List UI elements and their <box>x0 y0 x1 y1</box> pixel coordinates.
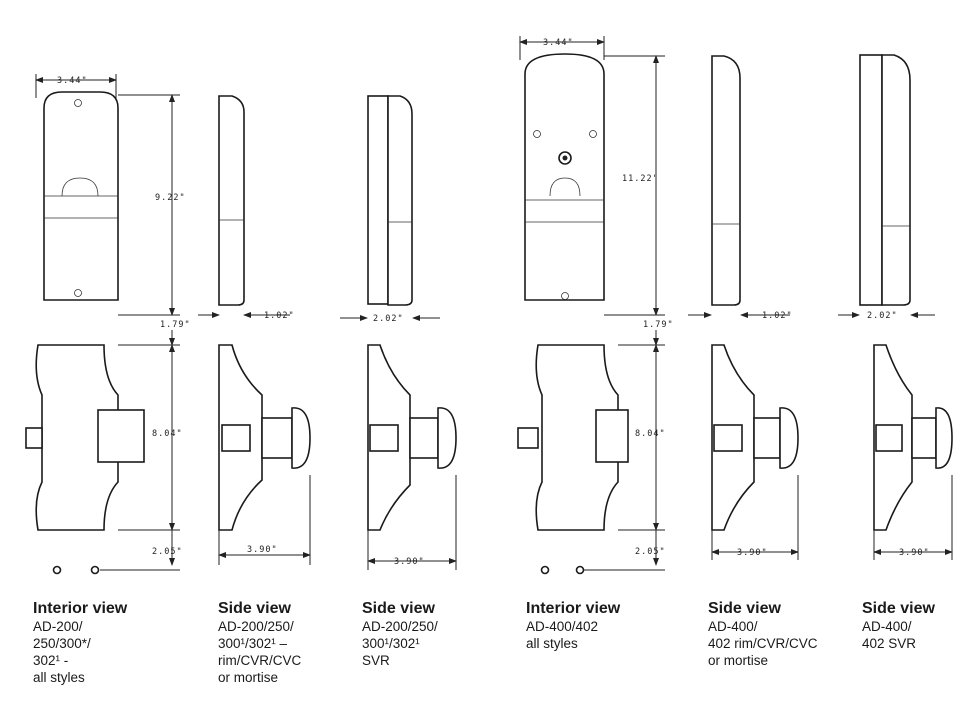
caption-title: Side view <box>362 600 435 617</box>
side-housing-200-svr <box>367 95 413 306</box>
caption-title: Side view <box>862 600 935 617</box>
dim-gap-200: 1.79" <box>160 320 191 330</box>
dim-proj-200-rim: 3.90" <box>247 545 278 555</box>
dim-width-200: 3.44" <box>57 76 88 86</box>
caption-desc: AD-400/402 all styles <box>526 619 599 651</box>
caption-side-400-svr: Side view AD-400/ 402 SVR <box>862 599 935 652</box>
technical-drawing: 3.44" 9.22" 1.79" 1.02" 2.02" 8.04" 2.05… <box>25 36 953 575</box>
dim-bar-400: 8.04" <box>635 429 666 439</box>
dim-gap-400: 1.79" <box>643 320 674 330</box>
side-bar-200-svr <box>367 344 457 531</box>
interior-housing-400 <box>524 53 605 301</box>
interior-bar-200 <box>25 344 145 531</box>
caption-desc: AD-400/ 402 rim/CVR/CVC or mortise <box>708 619 818 668</box>
caption-side-200-svr: Side view AD-200/250/ 300¹/302¹ SVR <box>362 599 438 669</box>
side-bar-200-rim <box>218 344 311 531</box>
caption-side-400-rim: Side view AD-400/ 402 rim/CVR/CVC or mor… <box>708 599 818 669</box>
caption-title: Interior view <box>526 600 621 617</box>
side-housing-400-rim <box>711 55 741 306</box>
dim-depth-400-rim: 1.02" <box>762 311 793 321</box>
side-bar-400-rim <box>711 344 799 531</box>
caption-interior-400: Interior view AD-400/402 all styles <box>526 599 620 652</box>
dim-depth-200-svr: 2.02" <box>373 314 404 324</box>
dim-width-400: 3.44" <box>543 38 574 48</box>
dim-depth-400-svr: 2.02" <box>867 311 898 321</box>
interior-bar-400 <box>517 344 629 531</box>
caption-title: Interior view <box>33 600 128 617</box>
dim-proj-200-svr: 3.90" <box>394 557 425 567</box>
interior-housing-200 <box>43 91 119 301</box>
dim-height-400: 11.22" <box>622 174 659 184</box>
caption-desc: AD-400/ 402 SVR <box>862 619 917 651</box>
dim-proj-400-svr: 3.90" <box>899 548 930 558</box>
caption-desc: AD-200/ 250/300*/ 302¹ - all styles <box>33 619 91 685</box>
caption-title: Side view <box>708 600 781 617</box>
dim-bar-200: 8.04" <box>152 429 183 439</box>
side-bar-400-svr <box>873 344 953 531</box>
caption-side-200-rim: Side view AD-200/250/ 300¹/302¹ – rim/CV… <box>218 599 301 686</box>
caption-desc: AD-200/250/ 300¹/302¹ – rim/CVR/CVC or m… <box>218 619 302 685</box>
dim-proj-400-rim: 3.90" <box>737 548 768 558</box>
dim-height-200: 9.22" <box>155 193 186 203</box>
dim-bottom-200: 2.05" <box>152 547 183 557</box>
side-housing-400-svr <box>859 54 911 306</box>
dim-bottom-400: 2.05" <box>635 547 666 557</box>
dim-depth-200-rim: 1.02" <box>264 311 295 321</box>
caption-interior-200: Interior view AD-200/ 250/300*/ 302¹ - a… <box>33 599 127 686</box>
side-housing-200-rim <box>218 95 245 306</box>
caption-desc: AD-200/250/ 300¹/302¹ SVR <box>362 619 438 668</box>
caption-title: Side view <box>218 600 291 617</box>
